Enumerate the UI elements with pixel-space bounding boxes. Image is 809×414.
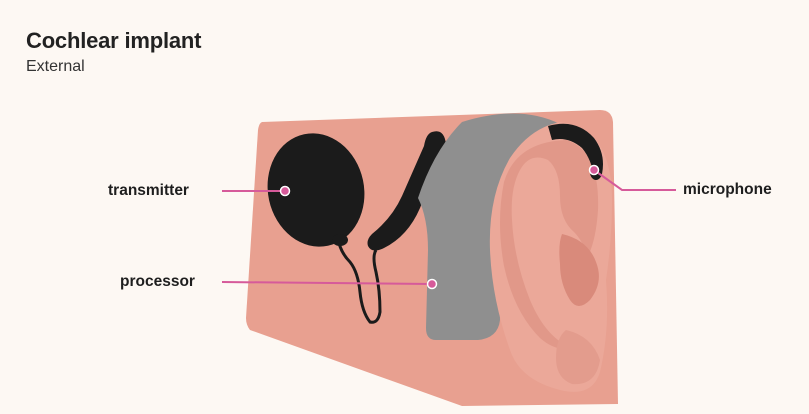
transmitter-base xyxy=(332,234,348,246)
processor-label: processor xyxy=(120,273,195,291)
microphone-pointer-dot xyxy=(590,166,599,175)
transmitter-label: transmitter xyxy=(108,182,189,200)
microphone-label: microphone xyxy=(683,181,772,199)
processor-pointer-dot xyxy=(428,280,437,289)
transmitter-pointer-dot xyxy=(281,187,290,196)
